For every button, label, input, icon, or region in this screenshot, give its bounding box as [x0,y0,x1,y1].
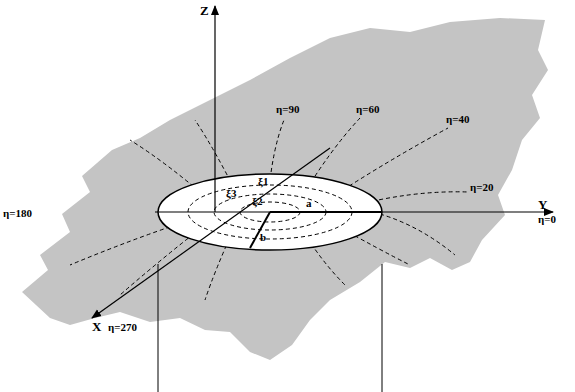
dimension-label: b [260,232,266,243]
axis-label: X [92,320,101,333]
axis-label: Y [538,198,547,211]
eta-label: η=90 [276,104,300,115]
xi-label: ξ3 [226,188,236,199]
axes [92,6,553,318]
eta-label: η=0 [538,214,556,225]
xi-label: ξ2 [252,196,262,207]
eta-label: η=270 [108,322,137,333]
eta-lines [70,118,468,300]
eta-label: η=20 [470,182,494,193]
projection-lines [158,264,382,392]
xi-label: ξ1 [258,176,268,187]
eta-label: η=40 [446,114,470,125]
eta-label: η=60 [356,104,380,115]
axis-label: Z [200,4,209,17]
eta-label: η=180 [3,208,32,219]
dimension-label: a [306,198,312,209]
ground-plane [22,18,548,360]
